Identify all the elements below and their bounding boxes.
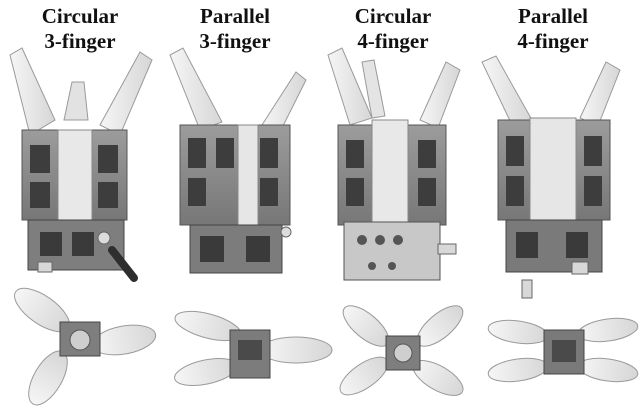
frame-window: [98, 145, 118, 173]
base-window: [200, 236, 224, 262]
caption-line-2: 3-finger: [199, 29, 271, 53]
finger-inner-left: [361, 59, 386, 119]
finger-right: [261, 71, 307, 133]
finger: [487, 319, 549, 345]
base-window: [40, 232, 62, 256]
air-tube: [108, 246, 138, 282]
frame-window: [506, 136, 524, 166]
fitting: [571, 261, 589, 275]
finger: [577, 317, 639, 343]
caption-circular-3-finger: Circular 3-finger: [5, 4, 155, 54]
finger: [487, 357, 549, 383]
center-column: [529, 117, 577, 225]
hub-center: [393, 343, 413, 363]
frame-window: [188, 178, 206, 206]
frame-window: [30, 182, 50, 208]
parallel-3-finger-top-view: [174, 310, 333, 386]
finger-left: [481, 55, 533, 126]
parallel-4-finger-side-view: [481, 55, 621, 299]
frame-window: [216, 138, 234, 168]
caption-line-1: Parallel: [518, 4, 588, 28]
caption-parallel-3-finger: Parallel 3-finger: [160, 4, 310, 54]
port: [375, 235, 385, 245]
frame-window: [260, 138, 278, 168]
finger-left: [327, 47, 373, 126]
fitting: [37, 261, 53, 273]
port: [357, 235, 367, 245]
base-window: [72, 232, 94, 256]
center-column: [237, 124, 259, 226]
port: [368, 262, 376, 270]
caption-circular-4-finger: Circular 4-finger: [318, 4, 468, 54]
caption-line-1: Circular: [354, 4, 432, 28]
base-window: [246, 236, 270, 262]
center-column: [57, 129, 93, 231]
base-block: [343, 221, 441, 281]
finger-left: [169, 47, 223, 131]
frame-window: [260, 178, 278, 206]
base-window: [566, 232, 588, 258]
center-column: [371, 119, 409, 226]
fitting: [437, 243, 457, 255]
finger-right: [419, 61, 461, 129]
finger-left: [9, 47, 56, 136]
hub-detail: [238, 340, 262, 360]
finger-center: [63, 81, 89, 121]
caption-line-2: 3-finger: [44, 29, 116, 53]
frame-window: [418, 178, 436, 206]
port: [388, 262, 396, 270]
caption-line-1: Circular: [41, 4, 119, 28]
finger: [577, 357, 639, 383]
parallel-4-finger-top-view: [487, 317, 639, 383]
circular-3-finger-top-view: [14, 287, 157, 406]
frame-window: [98, 182, 118, 208]
frame-window: [346, 178, 364, 206]
caption-line-2: 4-finger: [517, 29, 589, 53]
frame-window: [346, 140, 364, 168]
frame-window: [506, 176, 524, 206]
frame-window: [30, 145, 50, 173]
finger-right: [99, 51, 153, 136]
fitting: [280, 226, 292, 238]
frame-window: [418, 140, 436, 168]
circular-4-finger-top-view: [339, 305, 464, 396]
frame-window: [584, 136, 602, 166]
finger: [339, 356, 389, 396]
base-window: [516, 232, 538, 258]
hub-center: [69, 329, 91, 351]
caption-parallel-4-finger: Parallel 4-finger: [478, 4, 628, 54]
frame-window: [188, 138, 206, 168]
circular-3-finger-side-view: [9, 47, 153, 282]
port: [393, 235, 403, 245]
circular-4-finger-side-view: [327, 47, 461, 281]
parallel-3-finger-side-view: [169, 47, 307, 274]
hub-detail: [552, 340, 576, 362]
finger-right: [579, 61, 621, 127]
caption-line-2: 4-finger: [357, 29, 429, 53]
fitting: [521, 279, 533, 299]
fitting: [97, 231, 111, 245]
caption-line-1: Parallel: [200, 4, 270, 28]
frame-window: [584, 176, 602, 206]
finger: [259, 336, 333, 364]
